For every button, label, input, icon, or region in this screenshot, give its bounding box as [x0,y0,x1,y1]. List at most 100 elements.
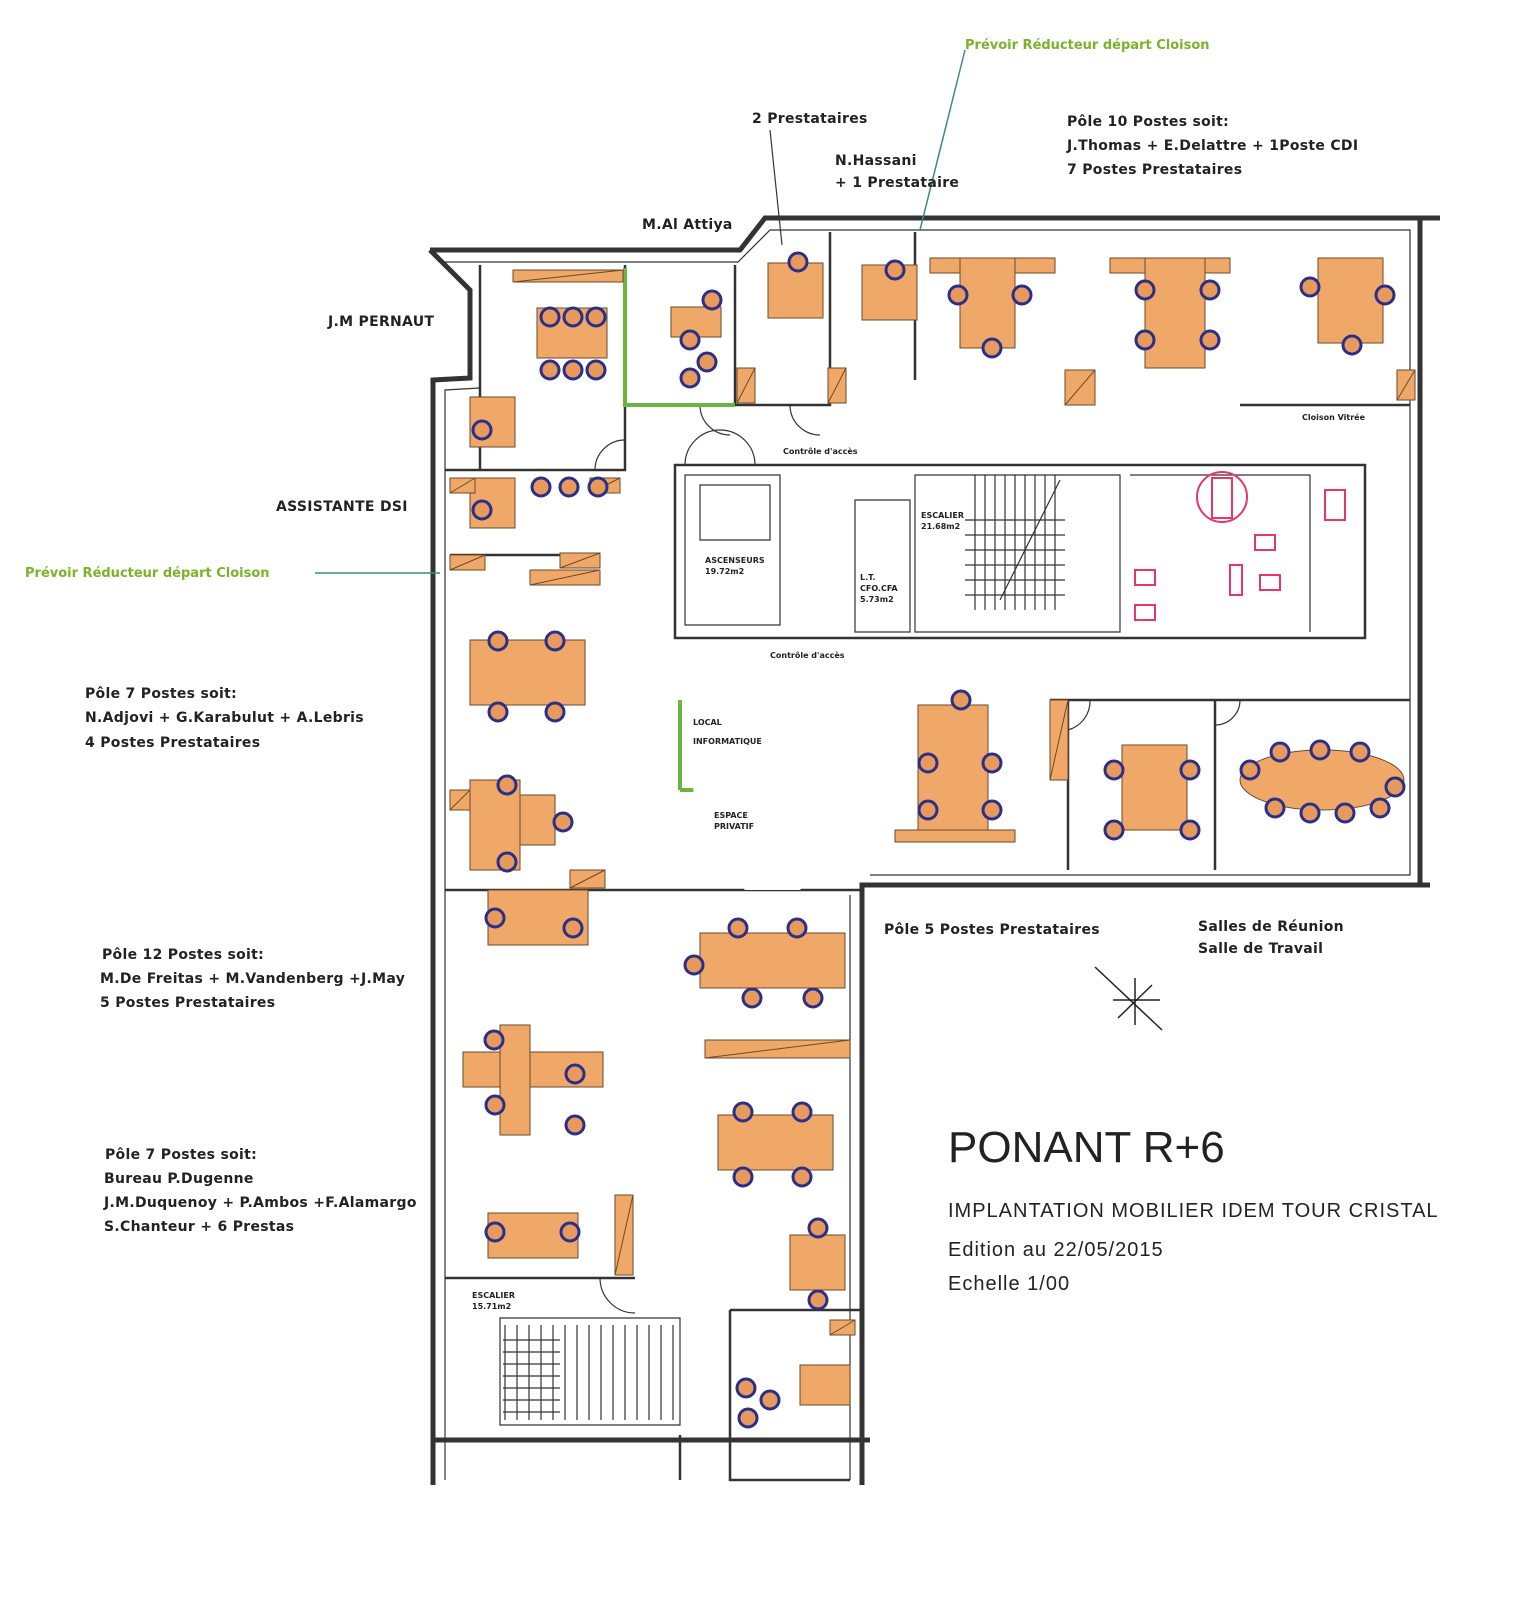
chair [1264,797,1286,819]
chair [585,359,607,381]
storage-cross [1396,369,1416,401]
chair [483,1029,505,1051]
chair [1103,759,1125,781]
storage-cross [449,554,486,571]
room-lt-area: 5.73m2 [860,595,894,604]
room-ascenseurs: ASCENSEURS [705,556,765,565]
chair [807,1217,829,1239]
room-escalier-area: 21.68m2 [921,522,960,531]
plan-scale: Echelle 1/00 [948,1273,1070,1295]
chair [981,752,1003,774]
chair [558,476,580,498]
interior-walls [445,232,1410,1482]
storage-cross [736,367,756,404]
chair [1369,797,1391,819]
chair [802,987,824,1009]
chair [484,1221,506,1243]
stair-step [999,479,1061,601]
room-espace-privatif-2: PRIVATIF [714,822,754,831]
label-pole7b-prestas: S.Chanteur + 6 Prestas [104,1219,294,1235]
storage-cross [449,789,471,811]
chair [487,630,509,652]
chair [786,917,808,939]
chair [791,1166,813,1188]
storage-cross [1064,369,1096,406]
chair [539,359,561,381]
reducer-leader-top [919,49,966,231]
label-assistante-dsi: ASSISTANTE DSI [276,499,408,515]
chair [484,1094,506,1116]
storage-cross [827,367,847,404]
chair [587,476,609,498]
room-ascenseurs-area: 19.72m2 [705,567,744,576]
chair [539,306,561,328]
desk [519,794,556,846]
chair [487,701,509,723]
storage-cross [614,1194,634,1276]
label-hassani: N.Hassani [835,153,917,169]
room-escalier: ESCALIER [921,511,964,520]
chair [1334,802,1356,824]
chair [1309,739,1331,761]
chair [562,917,584,939]
chair [1341,334,1363,356]
chair [683,954,705,976]
chair [807,1289,829,1311]
storage-cross [829,1319,856,1336]
label-pole10-title: Pôle 10 Postes soit: [1067,114,1229,130]
desk [499,1024,531,1136]
label-al-attiya: M.Al Attiya [642,217,733,233]
label-cloison-vitree: Cloison Vitrée [1302,412,1366,422]
chair [947,284,969,306]
chair [496,774,518,796]
label-pole7a-names: N.Adjovi + G.Karabulut + A.Lebris [85,710,364,726]
chair [679,329,701,351]
chair [950,689,972,711]
chair [1103,819,1125,841]
label-pole7a-title: Pôle 7 Postes soit: [85,686,237,702]
chair [791,1101,813,1123]
furniture [449,251,1416,1429]
chair [1269,741,1291,763]
label-pole7b-title: Pôle 7 Postes soit: [105,1147,257,1163]
storage-cross [1049,699,1069,781]
desk [789,1234,846,1291]
chair [1011,284,1033,306]
label-pole12-prestataires: 5 Postes Prestataires [100,995,275,1011]
chair [732,1166,754,1188]
plan-title: PONANT R+6 [948,1123,1225,1172]
sanitary-fixtures [1134,471,1346,621]
chair [559,1221,581,1243]
storage-cross [559,552,601,569]
reducer-note-left: Prévoir Réducteur départ Cloison [25,566,270,581]
chair [917,752,939,774]
chair [696,351,718,373]
label-salles-reunion: Salles de Réunion [1198,919,1344,935]
outer-wall-inner [444,229,1411,1480]
room-escalier-bottom-area: 15.71m2 [472,1302,511,1311]
chair [562,359,584,381]
chair [544,630,566,652]
label-controle-acces-2: Contrôle d'accès [770,650,845,660]
chair [787,251,809,273]
chair [981,337,1003,359]
label-salle-travail: Salle de Travail [1198,941,1323,957]
chair [1134,279,1156,301]
outer-wall [428,215,1440,1485]
storage-cross [449,477,476,494]
chair [884,259,906,281]
plan-edition: Edition au 22/05/2015 [948,1239,1164,1261]
label-pole10-prestataires: 7 Postes Prestataires [1067,162,1242,178]
chair [1374,284,1396,306]
chair [471,499,493,521]
room-lt: L.T. [860,573,875,582]
label-controle-acces: Contrôle d'accès [783,446,858,456]
chair [496,851,518,873]
room-espace-privatif: ESPACE [714,811,748,820]
desk [799,1364,851,1406]
room-lt-cfo: CFO.CFA [860,584,898,593]
desk [894,829,1016,843]
chair [741,987,763,1009]
north-arrow-icon [1094,966,1163,1031]
